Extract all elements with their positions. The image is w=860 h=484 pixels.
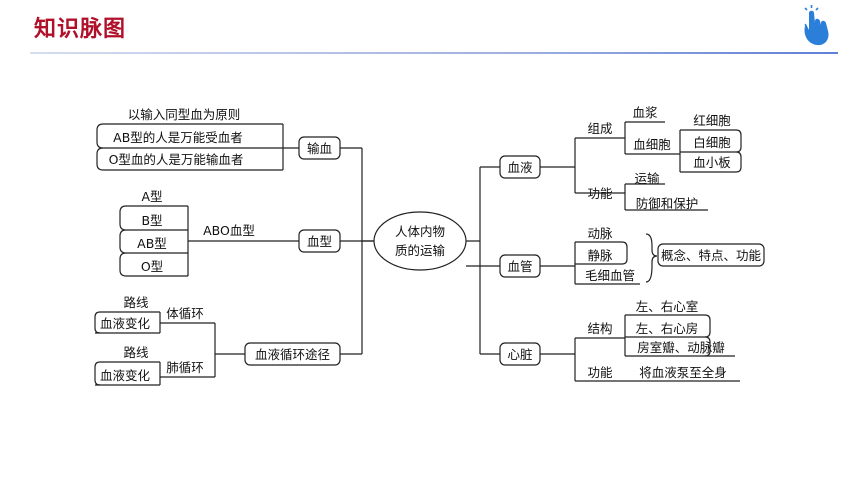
abo-type-label: ABO血型 bbox=[203, 223, 255, 238]
defense-label: 防御和保护 bbox=[636, 196, 699, 211]
pulmonary-route: 路线 bbox=[123, 345, 149, 360]
heart-function-value: 将血液泵至全身 bbox=[639, 365, 727, 380]
vein-label: 静脉 bbox=[587, 248, 613, 263]
ventricles-label: 左、右心室 bbox=[636, 299, 699, 314]
blood-cells-label: 血细胞 bbox=[633, 137, 671, 152]
atria-label: 左、右心房 bbox=[636, 321, 699, 336]
blood-label: 血液 bbox=[507, 160, 533, 175]
composition-label: 组成 bbox=[587, 121, 612, 136]
valves-label: 房室瓣、动脉瓣 bbox=[637, 340, 725, 355]
transport-label: 运输 bbox=[634, 171, 660, 186]
transfusion-item-2: AB型的人是万能受血者 bbox=[113, 130, 243, 145]
capillary-label: 毛细血管 bbox=[585, 268, 635, 283]
center-line2: 质的运输 bbox=[395, 243, 446, 258]
blood-type-a: A型 bbox=[141, 189, 162, 204]
transfusion-label: 输血 bbox=[307, 141, 332, 156]
systemic-route: 路线 bbox=[123, 295, 149, 310]
platelet: 血小板 bbox=[693, 155, 731, 170]
center-node bbox=[373, 211, 467, 271]
blood-type-ab: AB型 bbox=[137, 236, 167, 251]
vessels-note: 概念、特点、功能 bbox=[661, 248, 762, 263]
transfusion-item-3: O型血的人是万能输血者 bbox=[109, 152, 244, 167]
hand-touch-icon bbox=[804, 5, 829, 46]
blood-type-label: 血型 bbox=[307, 234, 332, 249]
pulmonary-circulation-label: 肺循环 bbox=[166, 360, 204, 375]
blood-type-b: B型 bbox=[141, 213, 162, 228]
circulation-label: 血液循环途径 bbox=[255, 347, 330, 362]
vessels-label: 血管 bbox=[507, 259, 532, 274]
heart-label: 心脏 bbox=[507, 347, 532, 362]
heart-function-label: 功能 bbox=[587, 365, 613, 380]
red-blood-cell: 红细胞 bbox=[693, 113, 731, 128]
page-title: 知识脉图 bbox=[34, 17, 127, 42]
white-blood-cell: 白细胞 bbox=[693, 135, 731, 150]
vessels-note-box bbox=[657, 243, 765, 267]
systemic-circulation-label: 体循环 bbox=[166, 306, 204, 321]
title-divider bbox=[30, 52, 838, 54]
artery-label: 动脉 bbox=[587, 226, 613, 241]
blood-function-label: 功能 bbox=[587, 186, 613, 201]
blood-type-o: O型 bbox=[141, 259, 163, 274]
pulmonary-blood-change: 血液变化 bbox=[100, 368, 151, 383]
heart-structure-label: 结构 bbox=[587, 321, 612, 336]
transfusion-item-1: 以输入同型血为原则 bbox=[128, 107, 241, 122]
systemic-blood-change: 血液变化 bbox=[100, 316, 151, 331]
center-line1: 人体内物 bbox=[395, 224, 445, 239]
plasma-label: 血浆 bbox=[632, 105, 658, 120]
